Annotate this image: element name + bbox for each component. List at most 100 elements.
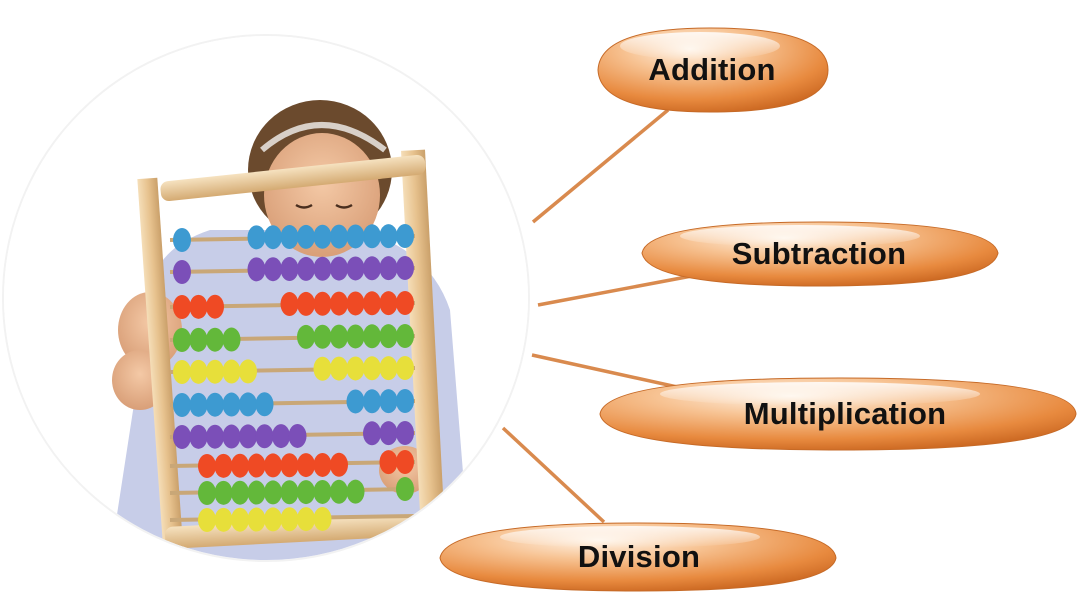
abacus-bead bbox=[379, 256, 398, 281]
abacus-bead bbox=[297, 507, 315, 532]
abacus-bead bbox=[206, 359, 224, 384]
abacus-bead bbox=[222, 392, 241, 417]
abacus-bead bbox=[280, 225, 299, 250]
abacus-bead bbox=[396, 421, 414, 445]
abacus-bead bbox=[363, 324, 381, 349]
abacus-bead bbox=[255, 392, 274, 417]
abacus-bead bbox=[280, 453, 299, 478]
abacus-bead bbox=[363, 256, 381, 281]
abacus-bead bbox=[297, 453, 315, 478]
abacus-bead bbox=[396, 450, 414, 474]
abacus-bead bbox=[173, 260, 191, 284]
abacus-bead bbox=[396, 389, 414, 413]
abacus-bead bbox=[264, 225, 282, 250]
abacus-bead bbox=[313, 291, 332, 316]
abacus-bead bbox=[330, 452, 348, 477]
abacus-bead bbox=[214, 453, 233, 478]
abacus-bead bbox=[297, 291, 315, 316]
node-label-division: Division bbox=[577, 539, 701, 574]
abacus-bead bbox=[346, 224, 365, 249]
abacus-bead bbox=[313, 324, 332, 349]
abacus-bead bbox=[363, 224, 381, 249]
bubble-subtraction bbox=[641, 221, 999, 287]
abacus-bead bbox=[379, 421, 398, 446]
bubble-division bbox=[439, 522, 837, 592]
abacus-bead bbox=[280, 480, 299, 505]
abacus-bead bbox=[363, 389, 381, 414]
abacus-bead bbox=[222, 327, 241, 352]
abacus-bead bbox=[239, 392, 257, 417]
node-label-subtraction: Subtraction bbox=[731, 236, 907, 271]
abacus-bead bbox=[173, 425, 191, 449]
abacus-bead bbox=[222, 424, 241, 449]
abacus-bead bbox=[189, 294, 208, 319]
abacus-bead bbox=[379, 450, 398, 475]
abacus-bead bbox=[264, 257, 282, 282]
abacus-bead bbox=[173, 328, 191, 352]
abacus-bead bbox=[396, 291, 414, 315]
abacus-bead bbox=[379, 291, 398, 316]
abacus-bead bbox=[297, 256, 315, 281]
abacus-bead bbox=[255, 424, 274, 449]
abacus-bead bbox=[206, 327, 224, 352]
abacus-bead bbox=[173, 228, 191, 252]
abacus-bead bbox=[313, 256, 332, 281]
topic-bubbles bbox=[439, 27, 1077, 592]
abacus-bead bbox=[173, 360, 191, 384]
bubble-multiplication bbox=[599, 377, 1077, 451]
abacus-bead bbox=[297, 324, 315, 349]
abacus-bead bbox=[231, 453, 249, 478]
abacus-bead bbox=[247, 225, 266, 250]
connector-division bbox=[501, 426, 606, 524]
abacus-bead bbox=[247, 480, 266, 505]
abacus-bead bbox=[363, 356, 381, 381]
abacus-bead bbox=[313, 224, 332, 249]
abacus-bead bbox=[330, 479, 348, 504]
abacus-bead bbox=[363, 291, 381, 316]
abacus-bead bbox=[231, 480, 249, 505]
abacus-bead bbox=[272, 424, 290, 449]
abacus-bead bbox=[313, 356, 332, 381]
abacus-bead bbox=[330, 324, 348, 349]
abacus-bead bbox=[280, 292, 299, 317]
abacus-bead bbox=[346, 389, 365, 414]
abacus-bead bbox=[346, 479, 365, 504]
abacus-bead bbox=[396, 224, 414, 248]
abacus-bead bbox=[379, 224, 398, 249]
abacus-bead bbox=[280, 257, 299, 282]
abacus-bead bbox=[189, 392, 208, 417]
abacus-bead bbox=[330, 291, 348, 316]
abacus-bead bbox=[222, 359, 241, 384]
abacus-bead bbox=[206, 294, 224, 319]
child-with-abacus-photo bbox=[2, 34, 530, 562]
connector-subtraction bbox=[537, 273, 698, 307]
abacus-bead bbox=[330, 356, 348, 381]
abacus-bead bbox=[297, 480, 315, 505]
abacus-bead bbox=[189, 327, 208, 352]
abacus-bead bbox=[264, 507, 282, 532]
abacus-bead bbox=[288, 423, 307, 448]
connector-lines bbox=[501, 108, 701, 524]
bubble-addition bbox=[597, 27, 829, 113]
abacus-bead bbox=[198, 481, 216, 505]
abacus-bead bbox=[363, 421, 381, 446]
abacus-bead bbox=[346, 324, 365, 349]
abacus-bead bbox=[396, 256, 414, 280]
abacus-bead bbox=[379, 324, 398, 349]
abacus-bead bbox=[214, 480, 233, 505]
abacus-bead bbox=[189, 424, 208, 449]
abacus-bead bbox=[396, 356, 414, 380]
node-label-multiplication: Multiplication bbox=[743, 396, 947, 431]
abacus-bead bbox=[206, 424, 224, 449]
abacus-bead bbox=[173, 295, 191, 319]
abacus-bead bbox=[198, 508, 216, 532]
abacus-bead bbox=[239, 424, 257, 449]
abacus-bead bbox=[231, 507, 249, 532]
node-label-addition: Addition bbox=[648, 52, 776, 87]
abacus-bead bbox=[330, 256, 348, 281]
abacus-bead bbox=[396, 477, 414, 501]
abacus-bead bbox=[346, 256, 365, 281]
abacus-bead bbox=[264, 480, 282, 505]
abacus-bead-rows bbox=[169, 224, 416, 532]
